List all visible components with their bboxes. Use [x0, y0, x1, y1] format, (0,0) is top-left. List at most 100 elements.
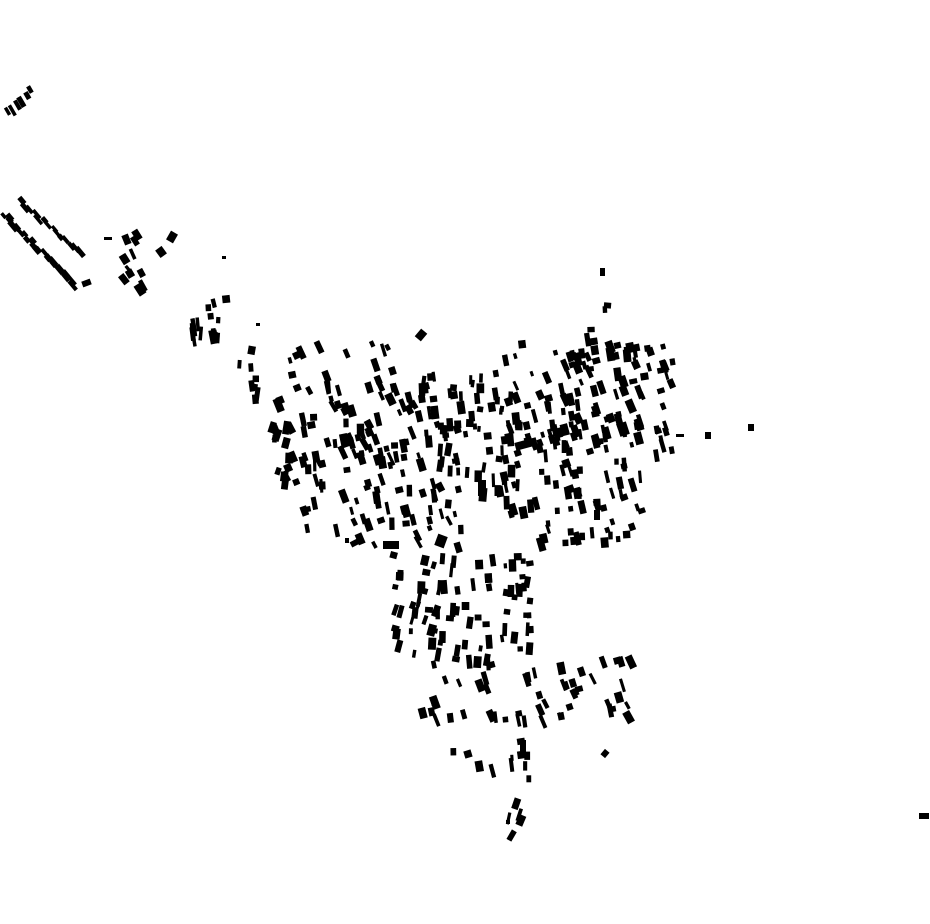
building: [455, 678, 463, 688]
building: [606, 703, 615, 718]
building: [404, 404, 415, 416]
building: [476, 383, 485, 394]
building: [620, 462, 628, 470]
building: [546, 428, 554, 439]
building: [438, 508, 445, 520]
building: [354, 532, 366, 546]
building: [27, 236, 37, 246]
building: [389, 550, 398, 560]
building: [489, 553, 497, 567]
building: [404, 391, 413, 403]
building: [337, 445, 349, 460]
building: [253, 386, 261, 401]
building: [613, 341, 622, 350]
building: [389, 517, 395, 530]
building: [323, 437, 332, 448]
building: [510, 391, 522, 405]
building: [486, 660, 496, 669]
building: [363, 418, 375, 431]
building: [621, 429, 628, 438]
building: [7, 104, 17, 117]
building: [454, 485, 462, 494]
building: [247, 345, 256, 356]
building: [492, 369, 500, 378]
building: [552, 480, 560, 489]
building: [407, 425, 417, 440]
building: [624, 654, 638, 670]
building: [222, 256, 226, 259]
building: [560, 407, 566, 416]
building: [26, 85, 34, 94]
building: [565, 702, 574, 711]
building: [461, 602, 470, 610]
building: [312, 458, 317, 472]
building: [272, 397, 285, 413]
building: [529, 370, 535, 377]
building: [376, 516, 386, 525]
building: [391, 583, 399, 591]
building: [540, 431, 546, 438]
building: [473, 655, 482, 669]
building: [570, 424, 581, 439]
building: [166, 230, 178, 244]
building: [526, 775, 532, 783]
building: [484, 573, 493, 583]
building: [449, 390, 459, 400]
building: [411, 649, 417, 658]
building: [705, 432, 711, 439]
building: [523, 575, 532, 589]
building: [407, 400, 415, 408]
building: [432, 713, 441, 727]
building: [506, 433, 515, 447]
building: [417, 394, 426, 404]
building: [567, 528, 574, 536]
building: [370, 357, 381, 373]
building: [313, 340, 325, 355]
building: [16, 95, 27, 109]
building: [211, 333, 220, 340]
building: [514, 420, 522, 429]
building: [456, 467, 461, 476]
building: [283, 462, 294, 473]
building: [429, 627, 439, 634]
building: [545, 524, 551, 535]
building: [121, 233, 132, 246]
building: [292, 383, 302, 393]
building: [666, 378, 677, 390]
building: [342, 348, 351, 359]
building: [637, 507, 646, 515]
building: [391, 603, 400, 616]
building: [598, 655, 608, 669]
building: [421, 568, 431, 577]
building: [347, 436, 356, 450]
building: [570, 536, 578, 546]
building: [660, 343, 667, 350]
building: [453, 541, 463, 554]
building: [625, 341, 636, 354]
building: [465, 418, 474, 428]
building: [465, 654, 473, 669]
building: [535, 536, 547, 552]
building: [515, 479, 520, 492]
building: [503, 563, 508, 569]
building: [429, 405, 440, 420]
building: [304, 464, 312, 475]
building: [210, 298, 217, 309]
building: [608, 487, 616, 500]
building: [368, 340, 376, 348]
building: [15, 226, 26, 238]
building: [554, 507, 560, 515]
building: [524, 751, 531, 760]
building: [450, 748, 457, 756]
building: [576, 666, 587, 678]
building: [427, 372, 436, 381]
building: [394, 486, 404, 494]
building: [653, 449, 660, 463]
building: [430, 561, 437, 570]
building: [608, 531, 613, 540]
building: [658, 438, 667, 453]
building: [450, 605, 460, 616]
building: [438, 456, 445, 468]
building: [437, 443, 444, 457]
building: [481, 462, 487, 473]
